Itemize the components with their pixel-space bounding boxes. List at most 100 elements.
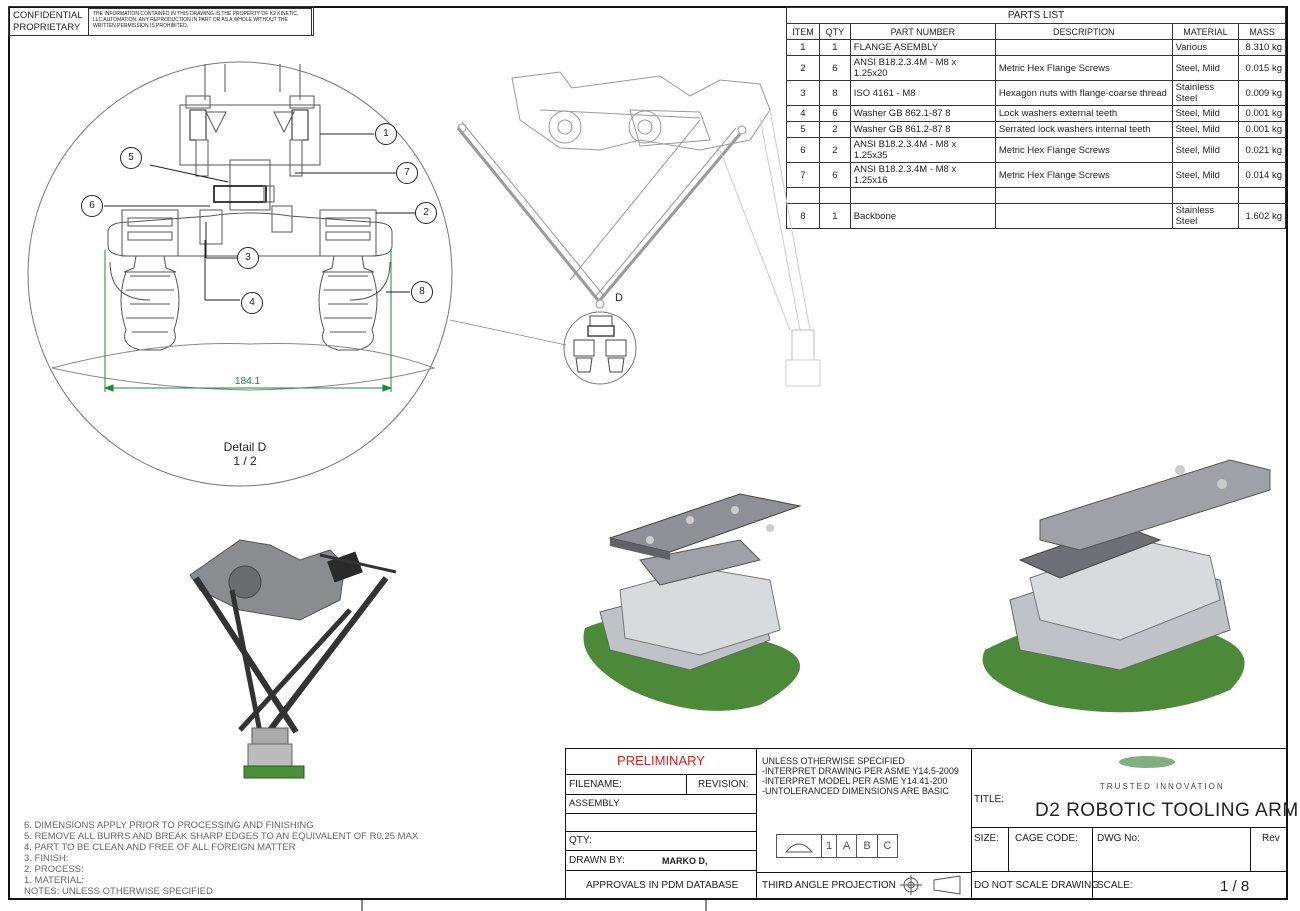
parts-list-header: ITEM QTY PART NUMBER DESCRIPTION MATERIA… [786,23,1286,40]
divider [566,831,756,832]
note-line: NOTES: UNLESS OTHERWISE SPECIFIED [24,886,213,897]
callout-balloon: 3 [237,247,259,269]
parts-cell-part: ANSI B18.2.3.4M - M8 x 1.25x16 [849,162,996,188]
divider [971,871,1288,872]
size-label: SIZE: [974,833,1000,844]
drawing-notes: 6. DIMENSIONS APPLY PRIOR TO PROCESSING … [24,820,418,897]
datum-b: B [857,835,878,857]
callout-balloon: 2 [415,202,437,224]
confidential-text: CONFIDENTIAL [13,10,83,21]
parts-cell-material: Stainless Steel [1171,80,1240,106]
parts-cell-item: 7 [786,162,820,188]
note-line: 6. DIMENSIONS APPLY PRIOR TO PROCESSING … [24,820,314,831]
divider [971,827,1288,828]
callout-balloon: 6 [81,195,103,217]
divider [1250,827,1251,871]
detail-marker-circle [563,311,637,385]
callout-balloon: 7 [396,162,418,184]
confidential-label: CONFIDENTIAL PROPRIETARY [10,8,84,36]
parts-cell-part: ANSI B18.2.3.4M - M8 x 1.25x35 [849,137,996,163]
drawing-title: D2 ROBOTIC TOOLING ARM [1035,800,1299,821]
dwg-no-label: DWG No: [1097,833,1140,844]
title-label: TITLE: [974,794,1005,805]
robot-arm-render [189,539,397,779]
parts-cell-part: ANSI B18.2.3.4M - M8 x 1.25x20 [849,55,996,81]
flange-assembly-drawing [51,64,436,391]
note-line: 3. FINISH: [24,853,69,864]
datum-c: C [883,840,892,852]
proprietary-notice: THE INFORMATION CONTAINED IN THIS DRAWIN… [88,8,312,36]
parts-list-table: PARTS LIST ITEM QTY PART NUMBER DESCRIPT… [786,7,1286,229]
filename-label: FILENAME: [569,779,622,790]
note-line: 4. PART TO BE CLEAN AND FREE OF ALL FORE… [24,842,296,853]
parts-cell-qty: 8 [818,80,851,106]
parts-cell-mass: 0.009 kg [1238,80,1286,106]
sheet-number: 1 / 8 [1220,878,1250,895]
spec-line: UNLESS OTHERWISE SPECIFIED [762,756,905,766]
logo-tagline: TRUSTED INNOVATION [1100,782,1225,791]
callout-balloon: 1 [375,123,397,145]
profile-symbol-icon [777,835,822,857]
parts-cell-material: Steel, Mild [1171,162,1240,188]
dimension-text: 184.1 [235,376,261,387]
parts-cell-mass: 0.021 kg [1238,137,1286,163]
projection-symbol-icon [900,875,961,895]
parts-cell-item: 8 [786,203,820,229]
rev-label: Rev [1262,833,1280,844]
parts-cell-mass: 1.602 kg [1238,203,1286,229]
parts-cell-qty: 6 [818,162,851,188]
detail-scale: 1 / 2 [233,454,257,468]
detail-title: Detail D 1 / 2 [220,440,270,468]
revision-label: REVISION: [698,779,749,790]
divider [1092,827,1093,871]
detail-view-label: D [615,292,623,304]
parts-cell-qty: 2 [818,137,851,163]
tolerance-value: 1 [822,835,837,857]
detail-title-text: Detail D [223,440,267,454]
parts-cell-item: 5 [786,121,820,138]
parts-cell-desc: Metric Hex Flange Screws [994,162,1173,188]
note-line: 1. MATERIAL: [24,875,85,886]
preliminary-label: PRELIMINARY [566,749,756,775]
qty-label: QTY: [569,835,592,846]
parts-cell-desc: Metric Hex Flange Screws [994,137,1173,163]
note-line: 2. PROCESS: [24,864,84,875]
gripper-render-left [583,493,802,711]
drawn-by-label: DRAWN BY: [569,855,625,866]
parts-cell-mass: 0.001 kg [1238,121,1286,138]
callout-balloon: 5 [120,147,142,169]
datum-frame: 1 A B C [776,834,898,858]
title-block-right [971,748,1288,900]
parts-cell-item: 1 [786,39,820,56]
callout-balloon: 8 [411,281,433,303]
callout-leaders [104,133,418,301]
note-line: 5. REMOVE ALL BURRS AND BREAK SHARP EDGE… [24,831,419,842]
dimension-184 [103,250,393,392]
spec-line: -UNTOLERANCED DIMENSIONS ARE BASIC [762,786,949,796]
divider [756,872,972,873]
parts-cell-part: ISO 4161 - M8 [849,80,996,106]
parts-cell-material: Steel, Mild [1171,55,1240,81]
parts-cell-qty: 1 [818,203,851,229]
parts-cell-desc [994,203,1173,229]
scale-label: SCALE: [1097,880,1133,891]
spec-line: -INTERPRET DRAWING PER ASME Y14.5-2009 [762,766,959,776]
spec-notes: UNLESS OTHERWISE SPECIFIED-INTERPRET DRA… [762,756,959,796]
gripper-render-right [982,459,1271,713]
parts-cell-part: Backbone [849,203,996,229]
detail-circle [27,61,453,487]
datum-a: A [837,835,858,857]
divider [566,813,756,814]
robot-line-drawing [456,71,821,387]
spec-line: -INTERPRET MODEL PER ASME Y14.41-200 [762,776,948,786]
no-scale-label: DO NOT SCALE DRAWING [974,880,1100,891]
approvals-label: APPROVALS IN PDM DATABASE [586,880,739,891]
company-logo [1062,752,1232,770]
callout-balloon: 4 [241,292,263,314]
